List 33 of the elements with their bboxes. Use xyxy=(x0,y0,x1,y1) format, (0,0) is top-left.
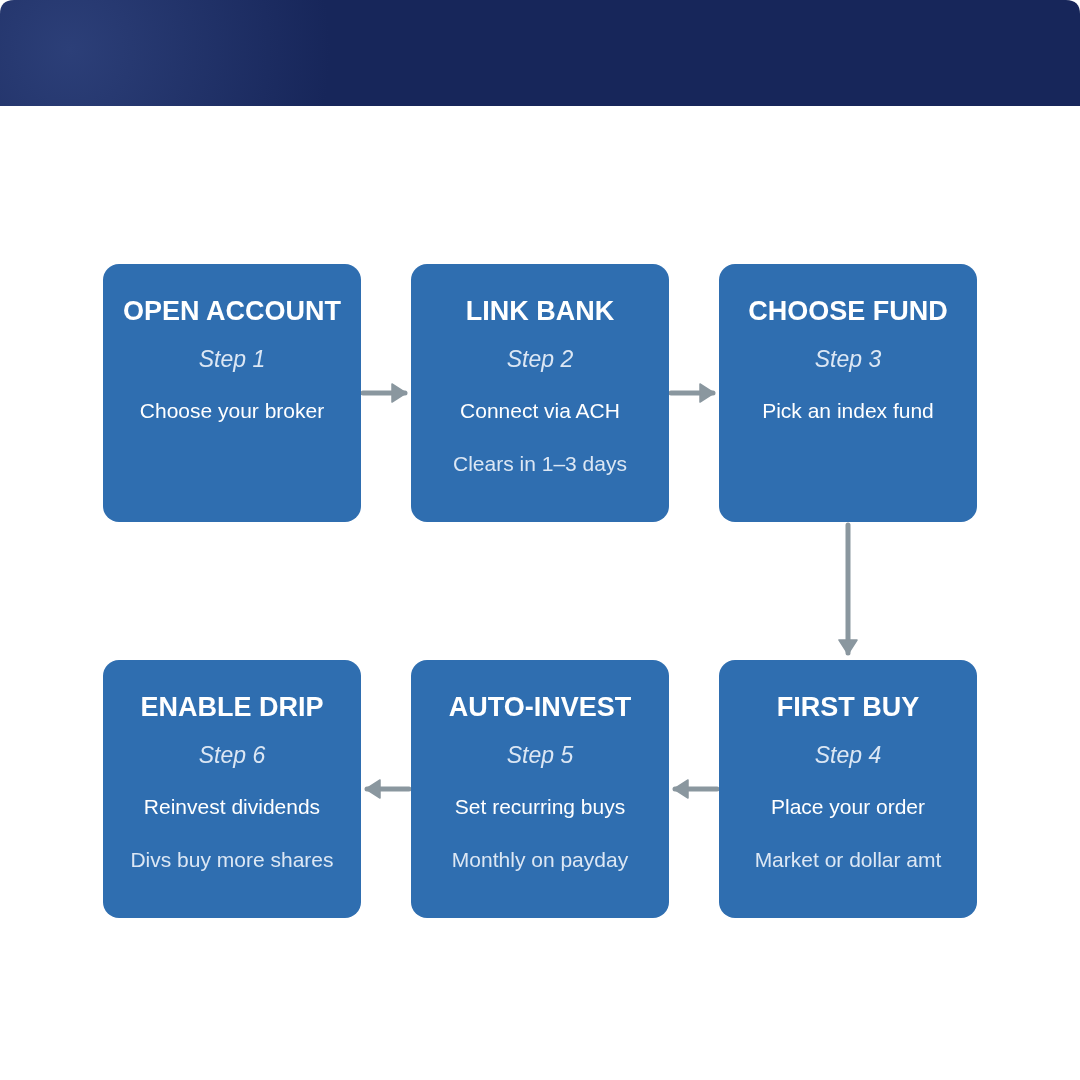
step-note: Market or dollar amt xyxy=(754,847,942,873)
step-title: CHOOSE FUND xyxy=(748,295,948,327)
step-description: Place your order xyxy=(770,794,926,820)
step-note: Clears in 1–3 days xyxy=(453,451,627,477)
step-title: LINK BANK xyxy=(465,295,615,327)
step-description: Pick an index fund xyxy=(762,398,934,424)
step-box xyxy=(411,660,669,918)
step-box xyxy=(719,660,977,918)
arrow xyxy=(838,522,858,656)
step-box xyxy=(411,264,669,522)
step-title: OPEN ACCOUNT xyxy=(123,295,341,327)
step-description: Set recurring buys xyxy=(454,794,626,820)
step-description: Reinvest dividends xyxy=(143,794,321,820)
step-number: Step 3 xyxy=(814,345,882,374)
step-title: FIRST BUY xyxy=(776,691,920,723)
arrow xyxy=(364,779,412,799)
step-number: Step 1 xyxy=(198,345,266,374)
step-number: Step 5 xyxy=(506,741,574,770)
step-description: Connect via ACH xyxy=(460,398,620,424)
step-title: AUTO-INVEST xyxy=(448,691,632,723)
step-note: Divs buy more shares xyxy=(130,847,334,873)
arrow xyxy=(672,779,720,799)
step-title: ENABLE DRIP xyxy=(140,691,324,723)
step-number: Step 4 xyxy=(814,741,882,770)
step-box xyxy=(719,264,977,522)
arrow xyxy=(360,383,408,403)
step-box xyxy=(103,264,361,522)
arrow xyxy=(668,383,716,403)
step-box xyxy=(103,660,361,918)
step-number: Step 6 xyxy=(198,741,266,770)
step-description: Choose your broker xyxy=(139,398,325,424)
step-note: Monthly on payday xyxy=(451,847,629,873)
step-number: Step 2 xyxy=(506,345,574,374)
